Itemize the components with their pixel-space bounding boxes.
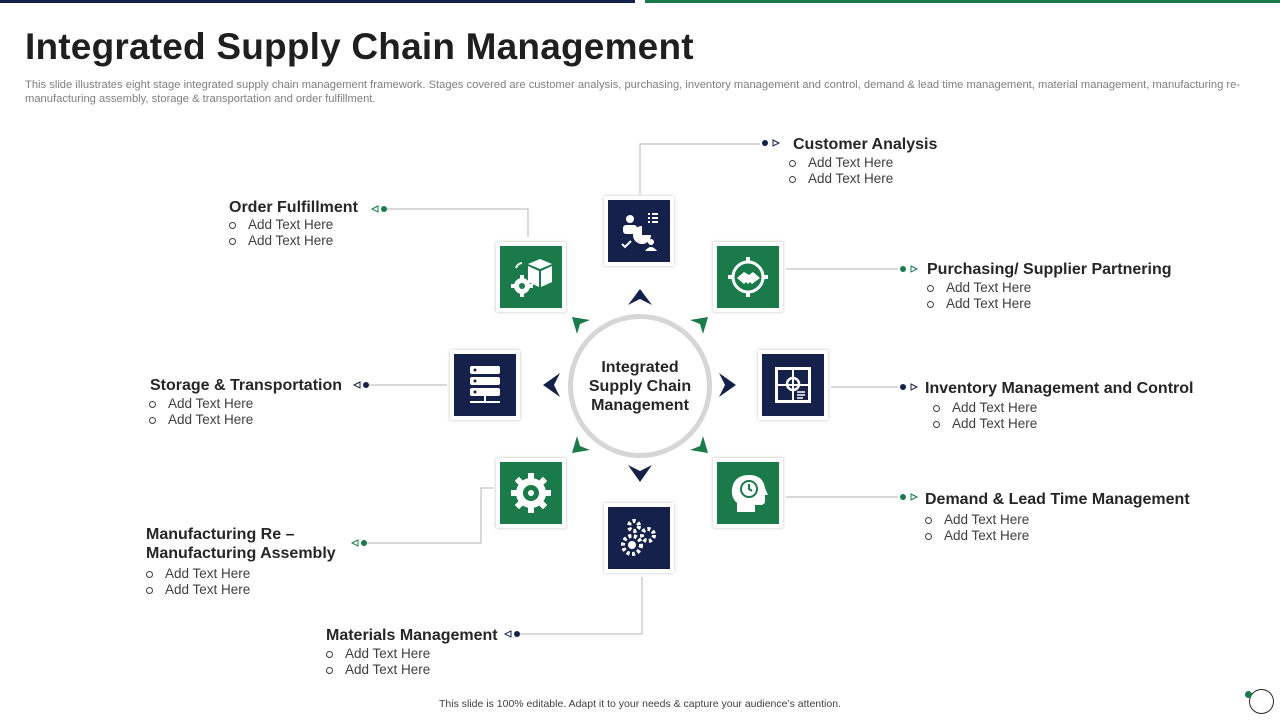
hub-arrow-upleft (572, 317, 590, 334)
bullets-order: Add Text Here Add Text Here (229, 217, 333, 249)
top-accent-bar-green (645, 0, 1280, 3)
marker-materials (503, 630, 520, 638)
tile-order (496, 242, 566, 312)
connector-materials (518, 577, 643, 635)
connector-order (386, 208, 529, 237)
list-item: Add Text Here (229, 233, 333, 249)
handshake-gear-icon (728, 257, 768, 297)
stage-title-demand: Demand & Lead Time Management (925, 491, 1190, 508)
server-icon (470, 366, 500, 403)
customer-analysis-icon (621, 213, 658, 251)
stage-title-storage: Storage & Transportation (150, 377, 343, 394)
top-accent-bar-navy (0, 0, 635, 3)
tile-storage (450, 350, 520, 420)
head-clock-icon (731, 475, 768, 512)
list-item: Add Text Here (789, 155, 893, 171)
gear-icon (511, 473, 551, 513)
list-item: Add Text Here (146, 582, 250, 598)
tile-purchasing (713, 242, 783, 312)
hub-arrow-downleft (572, 436, 590, 453)
list-item: Add Text Here (326, 646, 430, 662)
hub-arrow-down (628, 465, 652, 482)
inventory-icon (775, 367, 811, 403)
footer-note: This slide is 100% editable. Adapt it to… (439, 698, 841, 710)
stage-title-manufacturing: Manufacturing Re – Manufacturing Assembl… (146, 526, 336, 562)
marker-storage (352, 381, 369, 389)
marker-manufacturing (350, 539, 367, 547)
marker-customer-analysis (762, 139, 781, 147)
connector-manufacturing (366, 487, 493, 544)
hub-arrow-up (628, 289, 652, 305)
stage-title-materials: Materials Management (326, 627, 498, 644)
list-item: Add Text Here (146, 566, 250, 582)
page-title: Integrated Supply Chain Management (25, 26, 694, 67)
list-item: Add Text Here (927, 280, 1031, 296)
tile-demand (713, 458, 783, 528)
list-item: Add Text Here (925, 512, 1029, 528)
bullets-materials: Add Text Here Add Text Here (326, 646, 430, 678)
list-item: Add Text Here (149, 412, 253, 428)
hub-arrow-upright (690, 317, 708, 334)
list-item: Add Text Here (933, 416, 1037, 432)
marker-inventory (900, 383, 919, 391)
stage-title-purchasing: Purchasing/ Supplier Partnering (927, 261, 1172, 278)
list-item: Add Text Here (229, 217, 333, 233)
list-item: Add Text Here (326, 662, 430, 678)
list-item: Add Text Here (925, 528, 1029, 544)
hub-arrow-right (719, 373, 736, 397)
bullets-purchasing: Add Text Here Add Text Here (927, 280, 1031, 312)
bullets-inventory: Add Text Here Add Text Here (933, 400, 1037, 432)
corner-circle-icon (1249, 689, 1274, 714)
stage-title-order: Order Fulfillment (229, 199, 358, 216)
list-item: Add Text Here (149, 396, 253, 412)
bullets-customer-analysis: Add Text Here Add Text Here (789, 155, 893, 187)
list-item: Add Text Here (933, 400, 1037, 416)
stage-title-inventory: Inventory Management and Control (925, 380, 1194, 397)
page-subtitle: This slide illustrates eight stage integ… (25, 79, 1241, 105)
list-item: Add Text Here (927, 296, 1031, 312)
stage-title-customer-analysis: Customer Analysis (793, 136, 938, 153)
list-item: Add Text Here (789, 171, 893, 187)
tile-manufacturing (496, 458, 566, 528)
hub-arrow-downright (690, 436, 708, 453)
bullets-demand: Add Text Here Add Text Here (925, 512, 1029, 544)
box-gear-icon (511, 259, 552, 297)
bullets-storage: Add Text Here Add Text Here (149, 396, 253, 428)
hub-label: Integrated Supply Chain Management (588, 358, 692, 414)
tile-materials (604, 503, 674, 573)
tile-customer-analysis (604, 196, 674, 266)
corner-dot-icon (1245, 691, 1252, 698)
gears-icon (621, 519, 656, 556)
bullets-manufacturing: Add Text Here Add Text Here (146, 566, 250, 598)
marker-purchasing (900, 265, 919, 273)
hub-circle: Integrated Supply Chain Management (568, 314, 712, 458)
hub-arrow-left (543, 373, 560, 397)
connector-customer-analysis (639, 143, 760, 194)
marker-demand (900, 493, 919, 501)
marker-order (370, 205, 387, 213)
tile-inventory (758, 350, 828, 420)
